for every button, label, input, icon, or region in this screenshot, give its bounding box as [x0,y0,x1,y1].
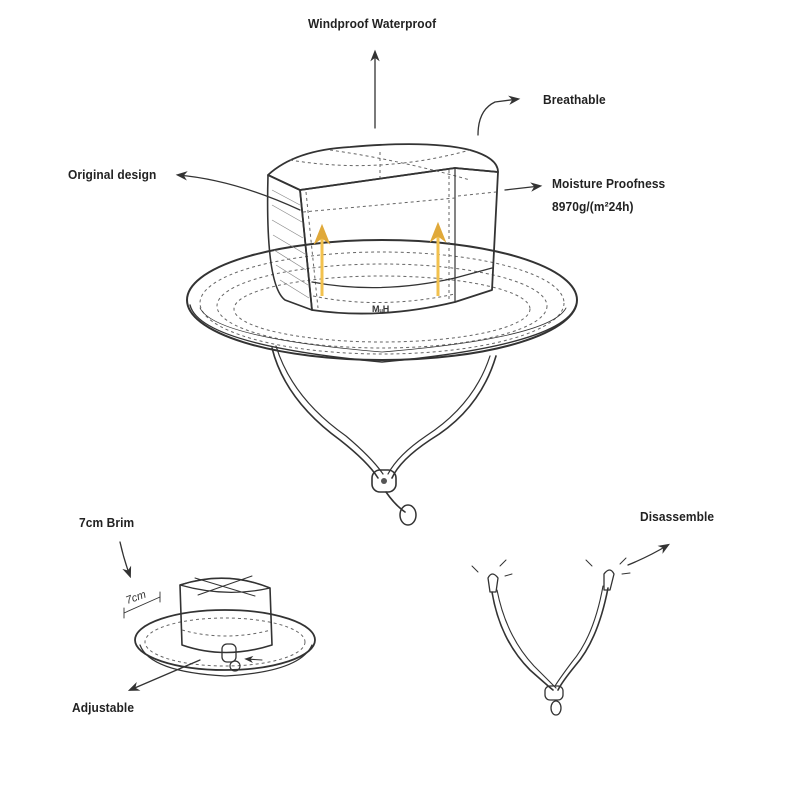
small-hat-adjuster [221,643,237,663]
adjustable-label: Adjustable [72,700,135,715]
brim-stitch-middle [216,263,548,349]
original-design-label: Original design [68,167,157,182]
chin-strap-right [391,355,497,479]
strap-end-bead [399,504,417,526]
crown-band-top [311,267,493,289]
crown-front [299,167,499,315]
disassemble-callout-arrow [627,543,670,566]
strap-toggle [371,469,397,493]
brim-stitch-inner [233,275,531,343]
strap-clip-right [603,569,615,591]
detachable-strap-illustration [471,557,631,716]
breathable-callout-arrow [477,95,521,136]
crown-side-panel [266,174,313,311]
moisture-callout-arrow [504,182,543,192]
brim-underside [189,304,577,363]
adjustable-callout-arrow [127,659,201,691]
brim-callout-arrow [119,541,132,579]
crown-side-hatching [271,189,310,299]
crown-top [267,143,499,191]
disassemble-label: Disassemble [640,509,715,524]
brim-stitch-outer [199,251,565,355]
main-hat-illustration [186,143,578,526]
strap-clip-left [487,573,499,593]
chin-strap-left [271,347,379,479]
detached-strap-toggle [544,685,564,701]
windproof-label: Windproof Waterproof [308,16,437,31]
breathable-label: Breathable [543,92,606,107]
small-hat-illustration [123,575,316,677]
brim-size-label: 7cm Brim [79,515,135,530]
hat-logo: MᵤH [372,304,389,314]
small-hat-crown [179,577,273,654]
small-hat-brim [134,609,316,671]
original-design-callout-arrow [175,171,301,211]
moisture-rating-label: 8970g/(m²24h) [552,199,634,214]
moisture-proofness-label: Moisture Proofness [552,176,666,191]
hat-brim [186,239,578,361]
